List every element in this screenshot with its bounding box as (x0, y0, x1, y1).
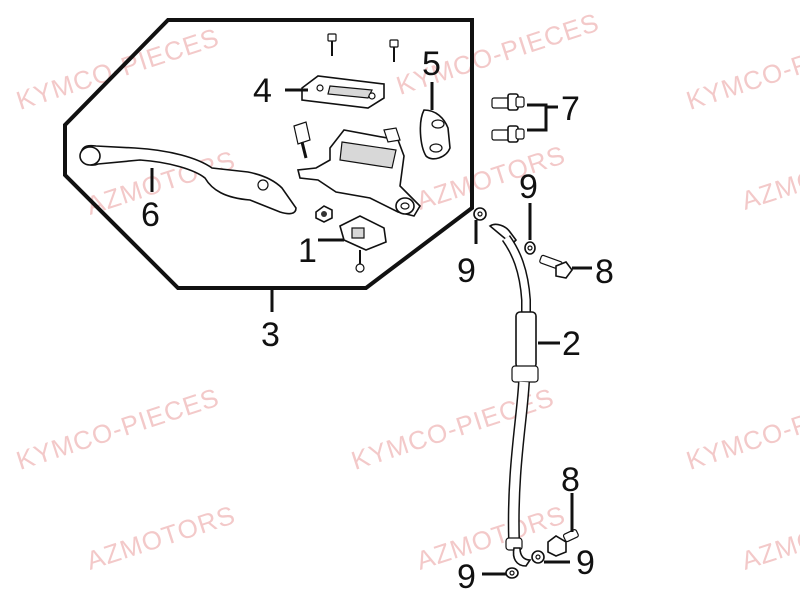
banjo-bolt-upper (491, 93, 525, 111)
brake-hose-part (488, 223, 539, 567)
leader-lines (150, 82, 592, 576)
watermark-kymco: KYMCO-PIECES (683, 22, 800, 116)
banjo-bolt-upper-8 (539, 254, 573, 279)
clamp-part (419, 109, 451, 160)
cover-screw-left (327, 33, 337, 56)
watermark-kymco: KYMCO-PIECES (13, 382, 223, 476)
callout-6: 6 (141, 196, 160, 234)
watermark-kymco: KYMCO-PIECES (683, 382, 800, 476)
master-cylinder-part (293, 121, 422, 223)
callout-9-upper-left: 9 (457, 252, 476, 290)
callout-4: 4 (253, 72, 272, 110)
banjo-bolt-lower-8 (547, 529, 579, 557)
callout-7: 7 (561, 90, 580, 128)
banjo-bolt-lower (491, 125, 525, 143)
callout-9-lower-left: 9 (457, 558, 476, 596)
brake-lever-part (79, 144, 297, 215)
watermark-layer: KYMCO-PIECES KYMCO-PIECES KYMCO-PIECES A… (13, 7, 800, 576)
callout-9-upper-right: 9 (519, 168, 538, 206)
watermark-azmotors: AZMOTORS (738, 499, 800, 575)
callout-9-lower-right: 9 (576, 544, 595, 582)
watermark-azmotors: AZMOTORS (413, 499, 570, 575)
callout-8-upper: 8 (595, 253, 614, 291)
watermark-azmotors: AZMOTORS (738, 139, 800, 215)
reservoir-cover-part (301, 75, 385, 109)
watermark-azmotors: AZMOTORS (83, 499, 240, 575)
cover-screw-right (389, 39, 399, 62)
callout-1: 1 (298, 232, 317, 270)
callout-5: 5 (422, 45, 441, 83)
callout-8-lower: 8 (561, 461, 580, 499)
callout-3: 3 (261, 316, 280, 354)
callout-2: 2 (562, 325, 581, 363)
brake-switch-part (339, 215, 387, 273)
